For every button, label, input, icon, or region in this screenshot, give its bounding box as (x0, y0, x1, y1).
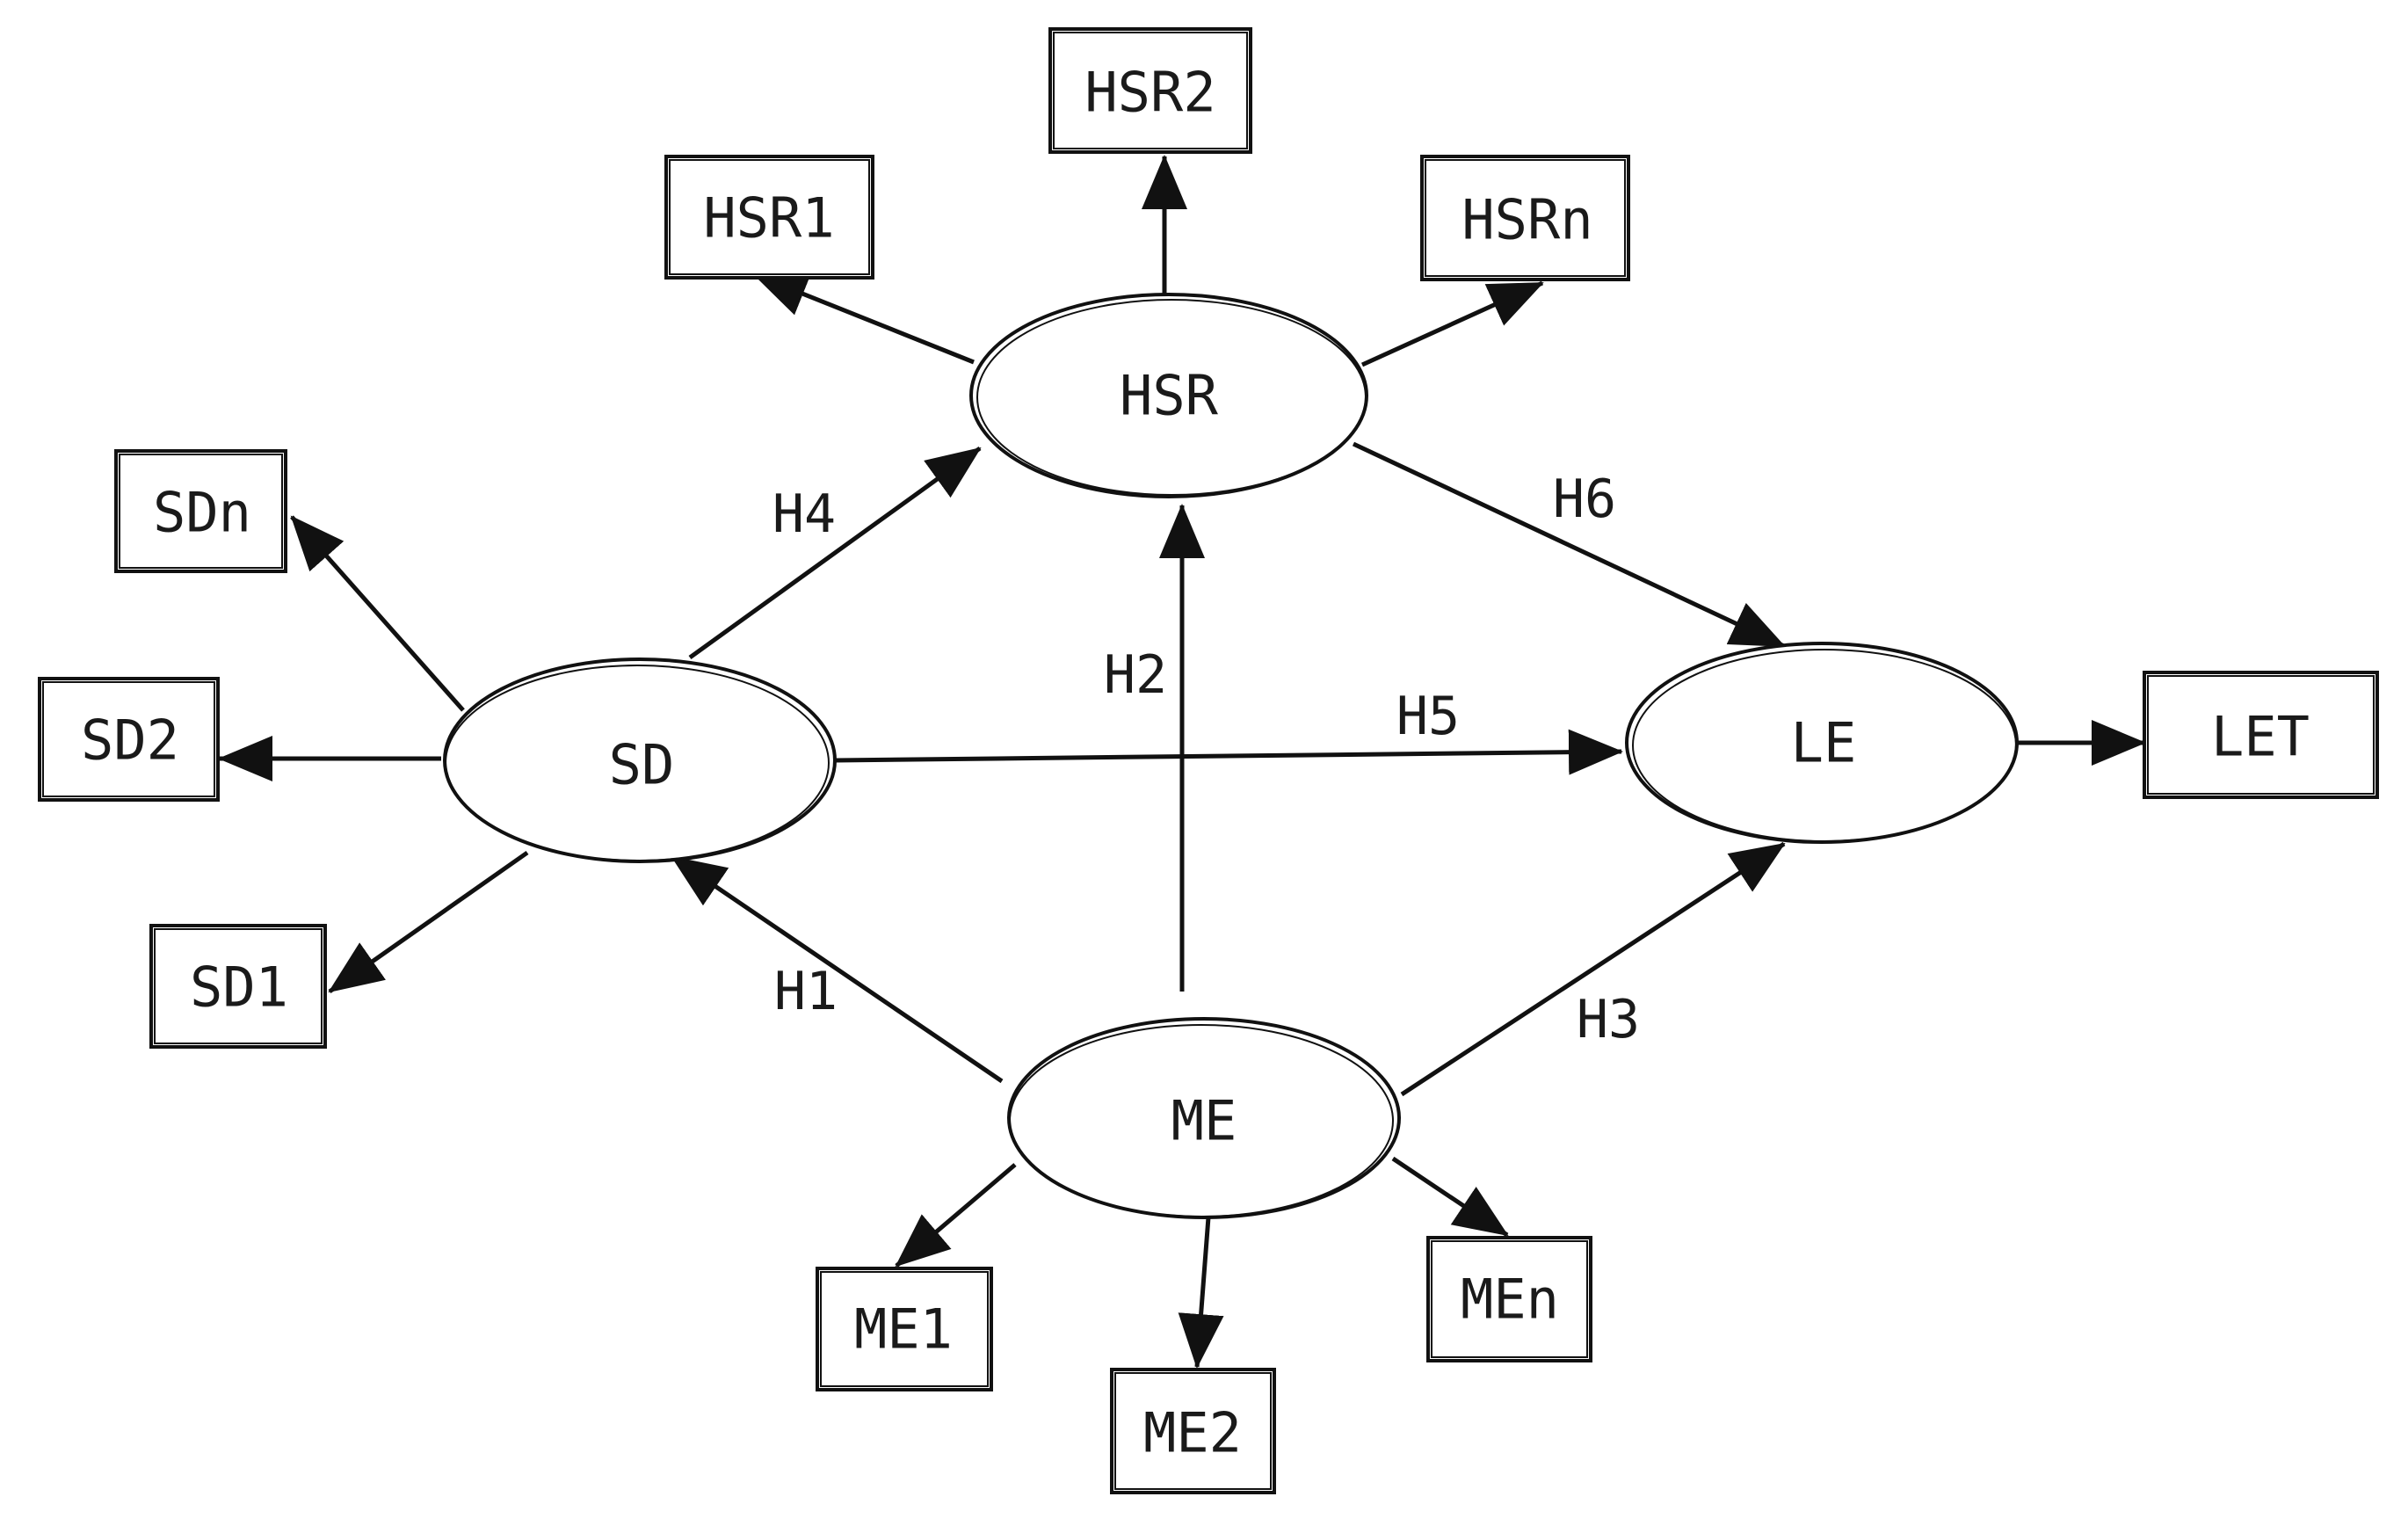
node-me2-box (1110, 1368, 1276, 1494)
node-hsr-label: HSR (1120, 364, 1219, 428)
node-hsrn-label: HSRn (1461, 188, 1592, 252)
edge-sd-sd1 (328, 850, 529, 994)
node-hsr-ellipse (969, 293, 1368, 498)
edge-sd-hsr (688, 446, 982, 660)
node-hsr2-label: HSR2 (1084, 61, 1215, 125)
node-sd: SD (443, 658, 837, 863)
node-hsr1-label: HSR1 (703, 186, 834, 251)
edge-me-le (1400, 841, 1786, 1097)
edge-me-men (1391, 1156, 1509, 1238)
node-sd2-label: SD2 (81, 708, 179, 773)
label-h4: H4 (772, 483, 836, 545)
label-h3: H3 (1577, 989, 1640, 1050)
node-sd-label: SD (609, 733, 675, 797)
node-le-label: LE (1791, 711, 1857, 775)
node-sdn-box (114, 449, 287, 573)
label-h2: H2 (1104, 644, 1167, 706)
node-me: ME (1007, 1017, 1401, 1219)
edge-hsr-hsrn (1360, 280, 1544, 367)
node-sd-ellipse (443, 658, 837, 863)
node-sd1: SD1 (149, 924, 327, 1049)
node-hsr1: HSR1 (664, 155, 874, 280)
label-h6: H6 (1553, 469, 1616, 530)
node-let: LET (2143, 671, 2379, 799)
node-sd2-box (38, 677, 220, 802)
label-h1: H1 (774, 961, 838, 1022)
node-men-box (1426, 1236, 1592, 1362)
label-h5: H5 (1396, 686, 1460, 747)
node-me1-label: ME1 (854, 1297, 953, 1362)
node-le: LE (1625, 642, 2019, 844)
node-hsr2: HSR2 (1048, 27, 1252, 154)
node-me-label: ME (1171, 1089, 1237, 1153)
node-hsr2-box (1048, 27, 1252, 154)
node-hsrn-box (1420, 155, 1630, 281)
node-let-label: LET (2211, 705, 2310, 769)
edges-layer (218, 155, 2146, 1369)
node-le-ellipse (1625, 642, 2019, 844)
node-me2-label: ME2 (1143, 1401, 1242, 1465)
node-sdn: SDn (114, 449, 287, 573)
node-sd1-box (149, 924, 327, 1049)
node-me1-box (816, 1267, 993, 1391)
node-hsr: HSR (969, 293, 1368, 498)
edge-hsr-le (1352, 441, 1786, 649)
node-me1: ME1 (816, 1267, 993, 1391)
edge-me-sd (671, 854, 1004, 1084)
node-me-ellipse (1007, 1017, 1401, 1219)
edge-me-me1 (895, 1163, 1017, 1268)
edge-sd-sdn (290, 515, 465, 712)
edge-me-me2 (1178, 1217, 1224, 1369)
node-me2: ME2 (1110, 1368, 1276, 1494)
edge-sd-le (834, 729, 1623, 775)
node-sd1-label: SD1 (190, 955, 288, 1020)
node-men: MEn (1426, 1236, 1592, 1362)
node-hsr1-box (664, 155, 874, 280)
node-let-box (2143, 671, 2379, 799)
node-sd2: SD2 (38, 677, 220, 802)
node-sdn-label: SDn (153, 481, 251, 545)
edge-hsr-hsr1 (752, 272, 975, 365)
node-hsrn: HSRn (1420, 155, 1630, 281)
node-men-label: MEn (1461, 1268, 1559, 1332)
